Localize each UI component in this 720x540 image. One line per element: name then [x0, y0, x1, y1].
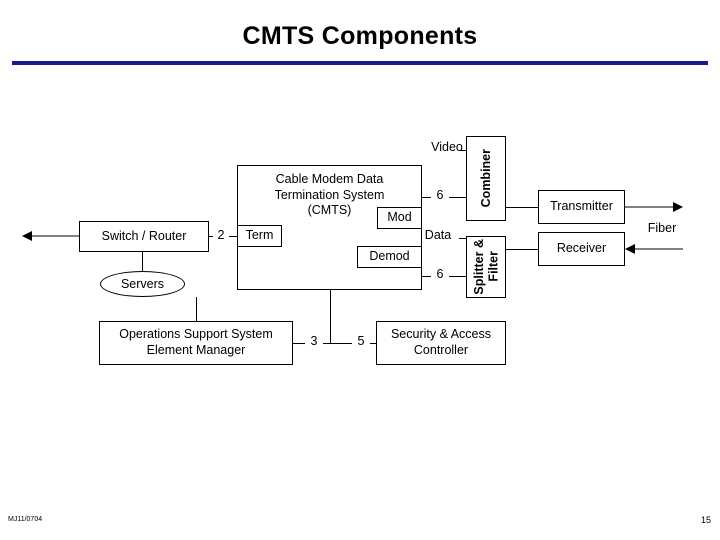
box-security-access-controller[interactable]: Security & Access Controller [376, 321, 506, 365]
box-term[interactable]: Term [237, 225, 282, 247]
link-number-mod-combiner: 6 [431, 188, 449, 202]
link-number-switch-term: 2 [213, 228, 229, 242]
box-combiner[interactable]: Combiner [466, 136, 506, 221]
link-number-oss-cmts: 3 [305, 334, 323, 348]
box-demod-label: Demod [369, 249, 410, 264]
label-fiber: Fiber [647, 221, 677, 235]
box-receiver[interactable]: Receiver [538, 232, 625, 266]
page-title: CMTS Components [242, 22, 478, 50]
box-combiner-label: Combiner [478, 149, 493, 208]
box-mod[interactable]: Mod [377, 207, 422, 229]
box-term-label: Term [245, 228, 274, 243]
box-transmitter-label: Transmitter [550, 199, 613, 214]
arrow-switch-left-in [22, 231, 79, 241]
link-number-demod-splitter: 6 [431, 267, 449, 281]
oval-servers[interactable]: Servers [100, 271, 185, 297]
box-oss-element-manager[interactable]: Operations Support System Element Manage… [99, 321, 293, 365]
box-mod-label: Mod [387, 210, 412, 225]
link-splitter-to-receiver [506, 249, 538, 250]
label-video: Video [431, 140, 463, 154]
link-combiner-to-transmitter [506, 207, 538, 208]
arrow-receiver-right-in [625, 244, 683, 254]
oval-servers-label: Servers [120, 277, 165, 291]
box-cmts-label: Cable Modem Data Termination System (CMT… [274, 172, 385, 218]
link-video-to-combiner [459, 150, 467, 151]
footer-page-number: 15 [700, 515, 711, 525]
title-underline [12, 61, 708, 65]
box-splitter-filter-label: Splitter & Filter [471, 239, 500, 295]
box-splitter-filter[interactable]: Splitter & Filter [466, 236, 506, 298]
box-demod[interactable]: Demod [357, 246, 422, 268]
link-number-oss-security: 5 [352, 334, 370, 348]
box-transmitter[interactable]: Transmitter [538, 190, 625, 224]
box-oss-element-manager-label: Operations Support System Element Manage… [119, 327, 273, 357]
link-switch-to-servers [142, 252, 143, 271]
arrow-transmitter-right-out [625, 202, 683, 212]
box-security-access-controller-label: Security & Access Controller [390, 327, 492, 357]
box-switch-router-label: Switch / Router [101, 228, 187, 243]
link-servers-to-oss [196, 297, 197, 321]
link-cmts-down [330, 290, 331, 343]
box-receiver-label: Receiver [556, 241, 607, 256]
label-data: Data [424, 228, 452, 242]
link-data-to-splitter [459, 238, 467, 239]
box-switch-router[interactable]: Switch / Router [79, 221, 209, 252]
footer-left-code: MJ11/0704 [8, 516, 43, 523]
